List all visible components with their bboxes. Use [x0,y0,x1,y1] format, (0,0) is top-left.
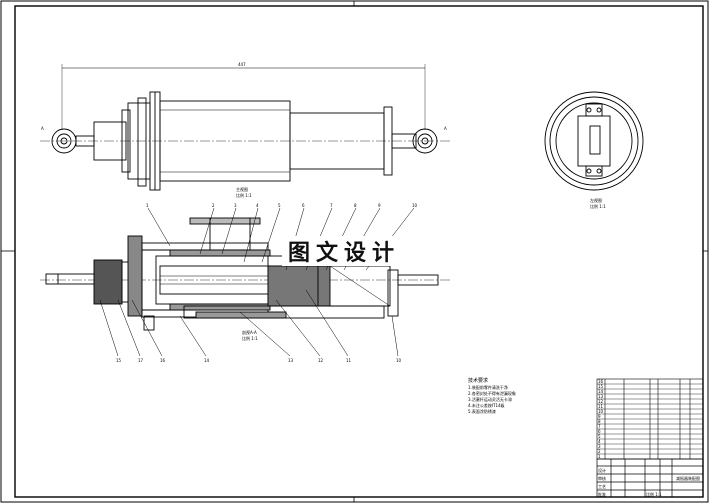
part-numbers-bottom: 15 17 16 14 13 12 11 10 [116,358,402,363]
side-view [544,91,644,191]
front-view-scale: 比例 1:1 [236,192,252,198]
part-number: 10 [396,358,402,363]
top-dimension: 447 [238,62,246,67]
notes-line: 3.活塞杆运动灵活无卡滞 [468,396,512,402]
part-number: 4 [256,203,259,208]
title-label: 批准 [598,491,606,497]
bom-row-number: 10 [598,409,604,414]
section-view-label: 剖视A-A [242,329,257,335]
title-label: 工艺 [598,484,606,489]
part-number: 11 [346,358,352,363]
part-number: 8 [354,203,357,208]
bom-row-number: 8 [598,419,601,424]
part-number: 12 [318,358,324,363]
bom-row-number: 9 [598,414,601,419]
title-label: 设计 [598,467,606,473]
part-number: 5 [278,203,281,208]
title-block [596,458,704,498]
section-view [40,217,450,331]
part-number: 3 [234,203,237,208]
part-number: 15 [116,358,122,363]
bom-row-number: 15 [598,384,604,389]
drawing-title: 减振器装配图 [676,475,700,481]
hatched-cap [93,259,123,305]
bom-row-number: 12 [598,399,604,404]
notes-title: 技术要求 [468,377,488,384]
part-number: 7 [330,203,333,208]
bom-row-number: 1 [598,454,601,459]
watermark-bg [282,236,430,266]
part-numbers-top: 1 2 3 4 5 6 7 8 9 10 [146,203,418,208]
notes-line: 2.各密封处不得有泄漏现象 [468,390,516,396]
part-number: 10 [412,203,418,208]
part-number: 17 [138,358,144,363]
right-section-mark: A [444,126,447,131]
notes-line: 4.未注公差按IT14级 [468,402,505,408]
part-number: 6 [302,203,305,208]
left-section-mark: A [41,126,44,131]
bom-row-number: 5 [598,434,601,439]
bom-row-number: 13 [598,394,604,399]
bom-row-number: 2 [598,449,601,454]
bom-rows [597,383,703,455]
bom-row-number: 14 [598,389,604,394]
bom-row-number: 6 [598,429,601,434]
section-view-scale: 比例 1:1 [242,335,258,341]
bom-row-number: 11 [598,404,604,409]
part-number: 2 [212,203,215,208]
part-number: 1 [146,203,149,208]
inner-border [14,5,704,498]
title-label: 审核 [598,475,606,481]
bom-row-number: 3 [598,444,601,449]
front-view [40,64,450,191]
bom-numbers: 16 15 14 13 12 11 10 9 8 7 6 5 4 3 2 1 [598,379,604,459]
leader-lines [99,207,415,357]
part-number: 9 [378,203,381,208]
notes-line: 5.表面涂防锈漆 [468,408,496,414]
bom-row-number: 7 [598,424,601,429]
side-view-label: 左视图 [590,197,602,203]
part-number: 14 [204,358,210,363]
part-number: 16 [160,358,166,363]
part-number: 13 [288,358,294,363]
side-view-scale: 比例 1:1 [590,203,606,209]
bom-row-number: 4 [598,439,601,444]
bom-row-number: 16 [598,379,604,384]
watermark-text: 图文设计 [288,240,400,266]
front-view-label: 主视图 [236,186,248,192]
notes-line: 1.装配前零件清洗干净 [468,384,508,390]
title-scale: 比例 1:1 [646,491,662,497]
